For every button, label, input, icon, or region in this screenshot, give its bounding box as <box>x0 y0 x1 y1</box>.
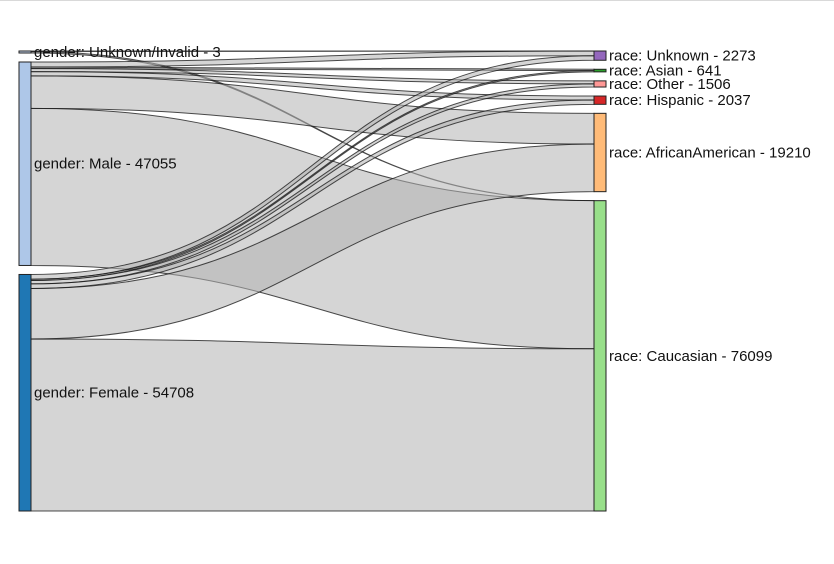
links-layer <box>30 50 595 512</box>
label-race-caucasian: race: Caucasian - 76099 <box>609 348 772 365</box>
node-race-caucasian <box>593 200 607 512</box>
node-race-hispanic <box>593 95 607 105</box>
node-race-asian <box>593 68 607 73</box>
node-gender-male <box>18 61 32 266</box>
label-gender-unknown-invalid: gender: Unknown/Invalid - 3 <box>34 44 221 61</box>
label-race-asian: race: Asian - 641 <box>609 63 722 80</box>
label-race-africanamerican: race: AfricanAmerican - 19210 <box>609 145 811 162</box>
node-race-other <box>593 80 607 88</box>
label-race-unknown: race: Unknown - 2273 <box>609 48 756 65</box>
node-gender-female <box>18 273 32 512</box>
link-female-to-caucasian <box>30 338 595 512</box>
labels-layer: gender: Unknown/Invalid - 3 gender: Male … <box>34 44 811 402</box>
node-race-africanamerican <box>593 112 607 193</box>
label-gender-female: gender: Female - 54708 <box>34 385 194 402</box>
node-gender-unknown-invalid <box>18 50 32 54</box>
nodes-layer <box>18 50 607 512</box>
label-gender-male: gender: Male - 47055 <box>34 156 177 173</box>
label-race-other: race: Other - 1506 <box>609 76 731 93</box>
top-rule <box>0 0 834 1</box>
node-race-unknown <box>593 50 607 61</box>
label-race-hispanic: race: Hispanic - 2037 <box>609 92 751 109</box>
